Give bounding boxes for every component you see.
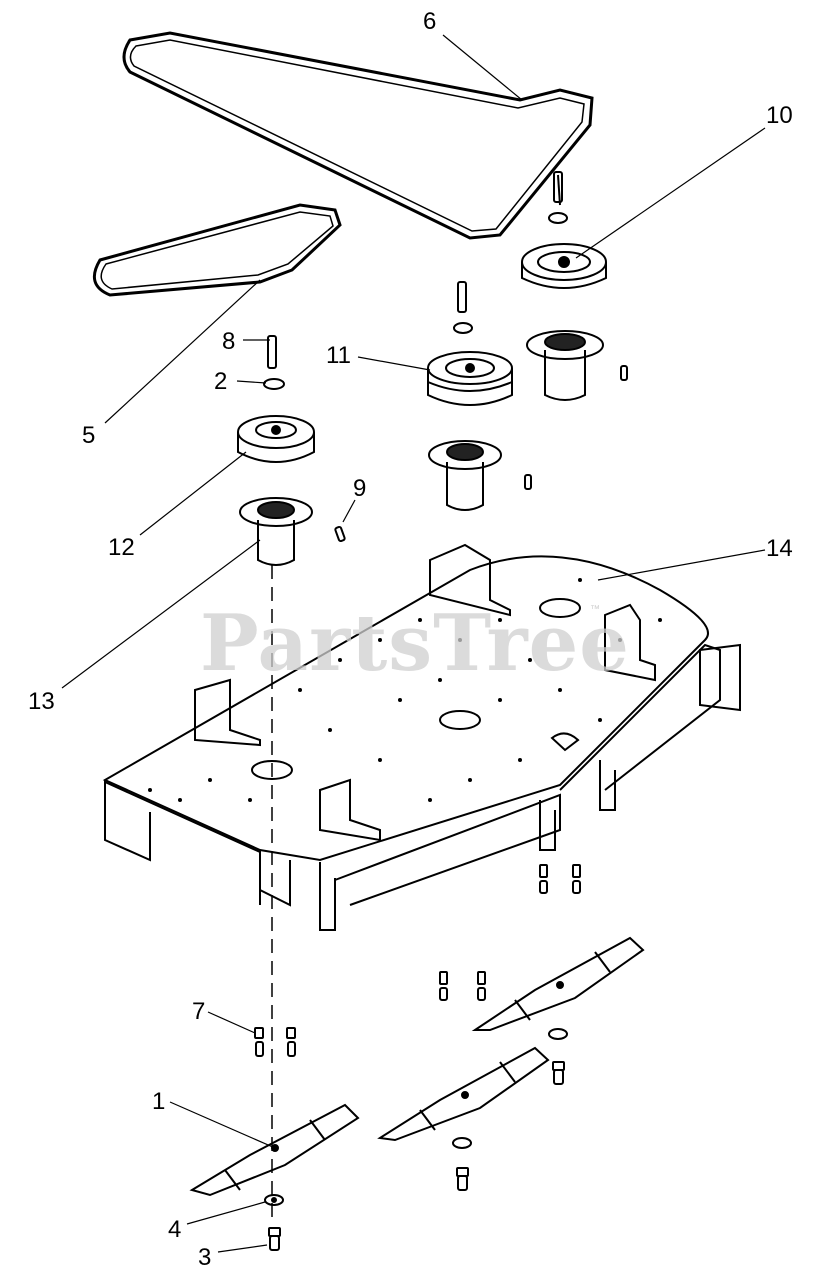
pulley-12 — [237, 335, 315, 463]
spindle-13 — [239, 497, 346, 566]
deck-14 — [102, 543, 741, 931]
callout-1: 1 — [152, 1088, 166, 1115]
callout-12: 12 — [108, 534, 135, 561]
pulley-11 — [427, 281, 513, 406]
callout-13: 13 — [28, 688, 55, 715]
bolt-3-set — [268, 1061, 565, 1251]
blade-1 — [189, 1103, 360, 1197]
callout-7: 7 — [192, 998, 206, 1025]
pulley-10 — [521, 171, 607, 289]
belt-5 — [92, 203, 342, 297]
callout-6: 6 — [423, 8, 437, 35]
belt-6 — [122, 31, 594, 240]
callout-14: 14 — [766, 535, 793, 562]
callout-4: 4 — [168, 1216, 182, 1243]
watermark: PartsTree — [200, 598, 630, 689]
bolt-7-set — [254, 864, 581, 1057]
callout-10: 10 — [766, 102, 793, 129]
callout-2: 2 — [214, 368, 228, 395]
blade-middle — [377, 1046, 550, 1142]
spindle-middle — [428, 440, 532, 511]
callout-3: 3 — [198, 1244, 212, 1271]
washer-4-set — [264, 1028, 568, 1206]
deck-mounting-holes — [148, 578, 662, 802]
spindle-right — [526, 330, 628, 401]
callout-11: 11 — [326, 342, 351, 369]
callout-9: 9 — [353, 475, 367, 502]
leader-lines — [61, 34, 766, 1253]
blade-right — [471, 936, 645, 1031]
callout-5: 5 — [82, 422, 96, 449]
callout-8: 8 — [222, 328, 236, 355]
watermark-trademark: ™ — [590, 604, 600, 615]
